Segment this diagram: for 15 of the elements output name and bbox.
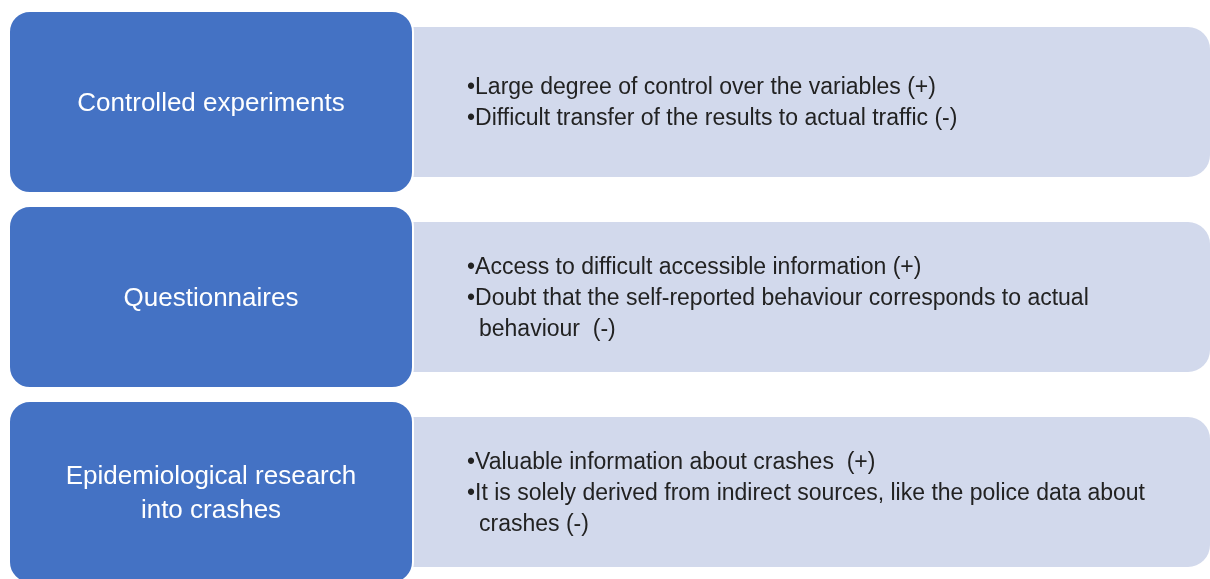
bullet-point: •Access to difficult accessible information (+) [467,251,923,281]
bullet-point: •Large degree of control over the variables (+) [467,72,937,101]
method-title: Epidemiological research into crashes [64,459,358,526]
bullet-point: •Difficult transfer of the results to actual traffic (-) [467,103,958,132]
description-panel [412,27,1210,177]
bullet-point: •Valuable information about crashes (+) [467,446,877,476]
method-title: Controlled experiments [76,86,346,119]
bullet-point: •It is solely derived from indirect sources, like the police data about crashes (-) [467,477,1146,538]
bullet-point: •Doubt that the self-reported behaviour corresponds to actual behaviour (-) [467,282,1090,343]
method-title: Questionnaires [122,281,300,314]
method-box [8,10,414,194]
description-panel [412,222,1210,372]
method-box [8,205,414,389]
description-panel [412,417,1210,567]
method-box [8,400,414,579]
